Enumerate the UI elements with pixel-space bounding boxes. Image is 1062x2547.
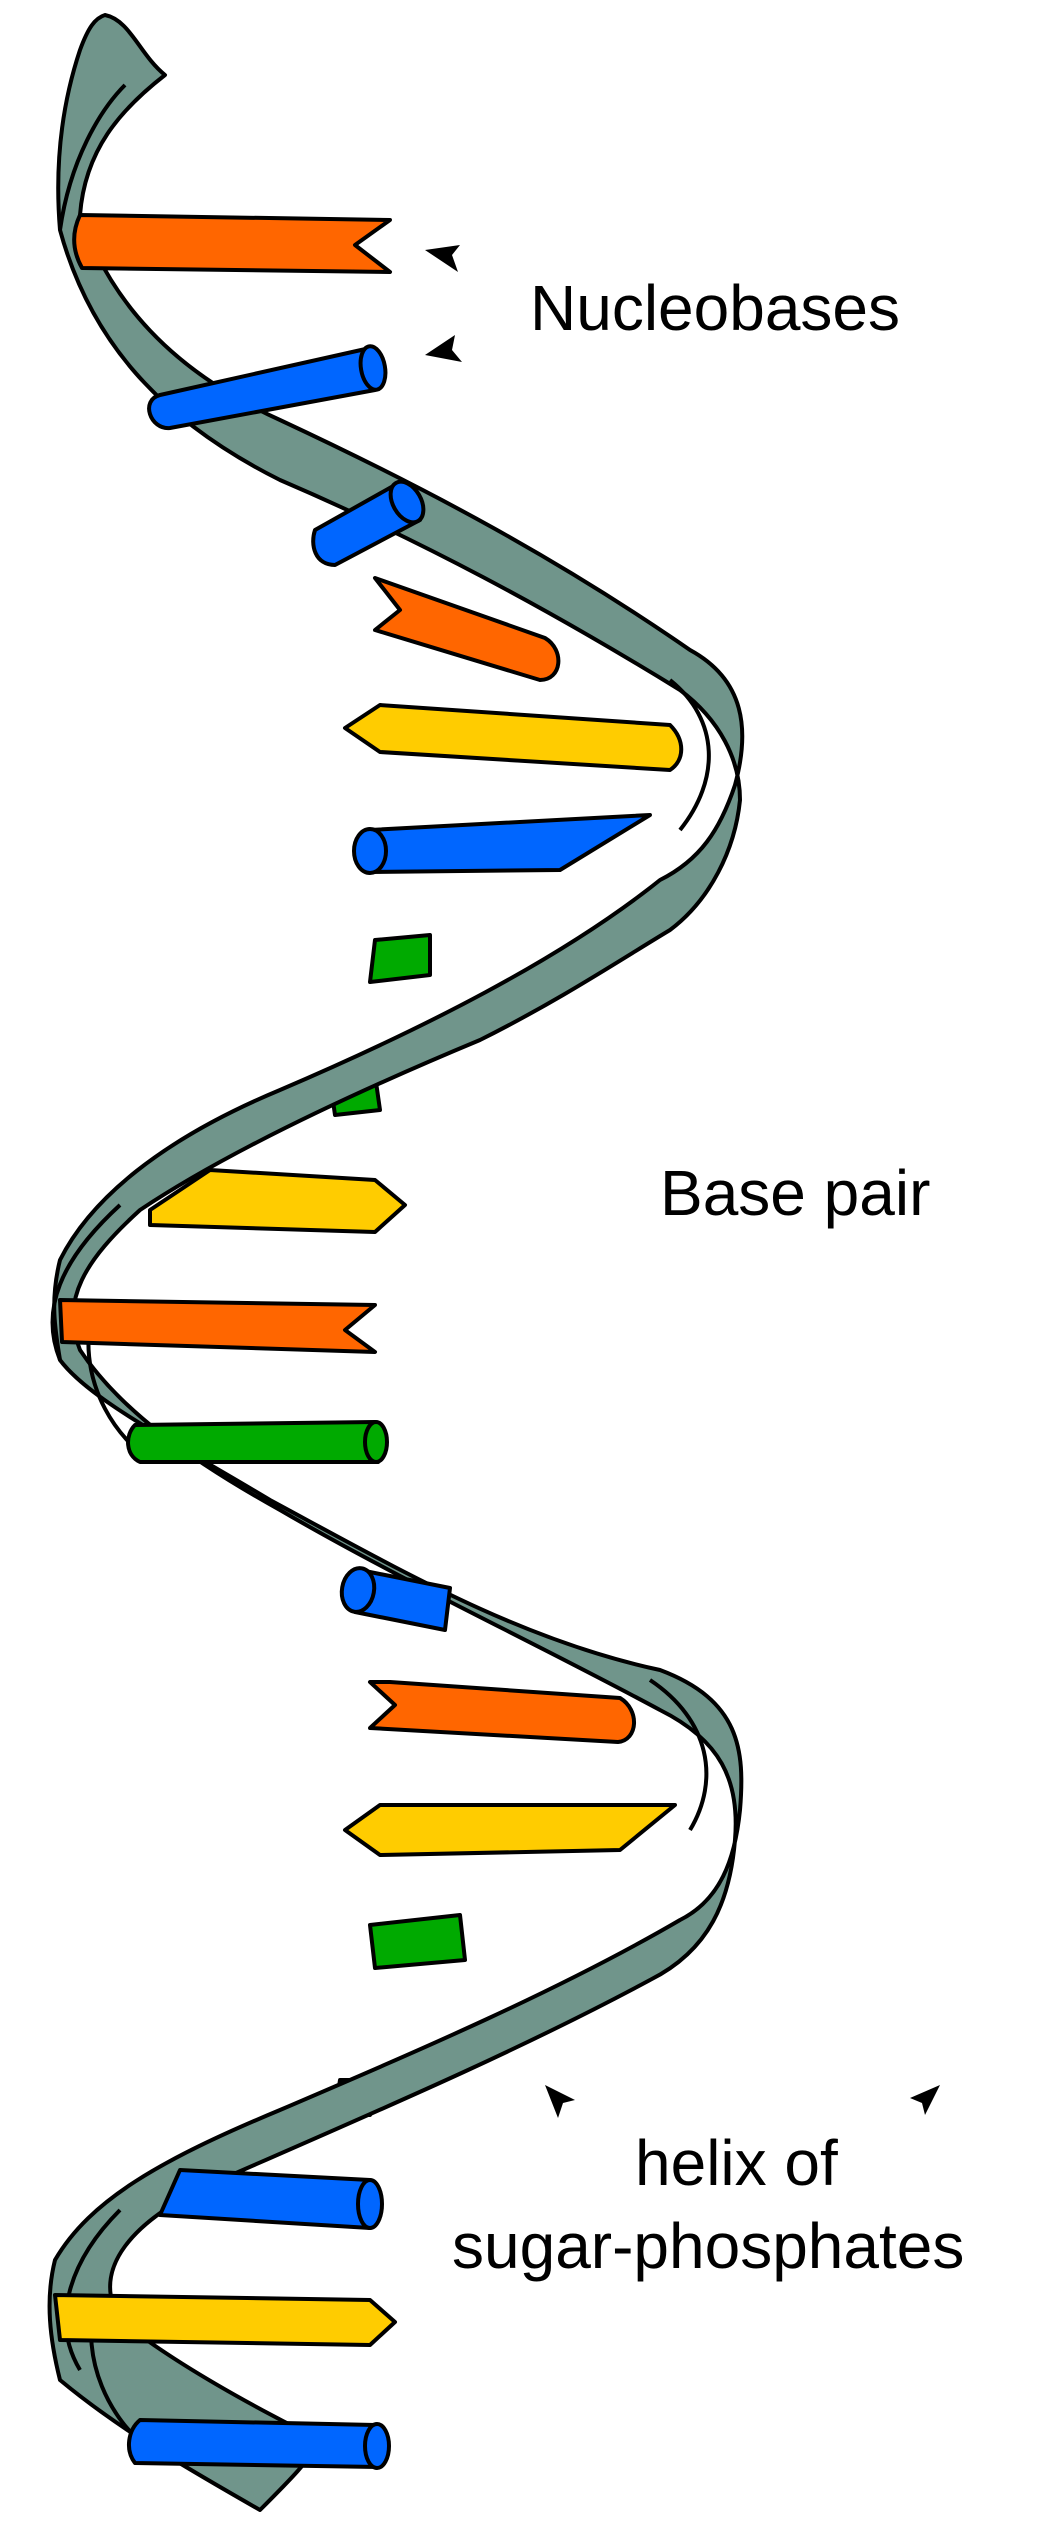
guanine-base bbox=[345, 705, 681, 770]
cytosine-base bbox=[370, 1915, 465, 1968]
thymine-base-end bbox=[354, 829, 386, 873]
cytosine-base bbox=[128, 1422, 378, 1462]
cytosine-base bbox=[370, 935, 430, 982]
label-base-pair: Base pair bbox=[660, 1157, 930, 1229]
adenine-base bbox=[370, 1682, 634, 1742]
thymine-base bbox=[370, 815, 650, 872]
label-nucleobases: Nucleobases bbox=[530, 272, 900, 344]
nucleobase-group bbox=[55, 215, 681, 2468]
cytosine-base-end bbox=[365, 1422, 387, 1462]
pointer-arrowhead bbox=[910, 2085, 940, 2115]
guanine-base bbox=[345, 1805, 675, 1855]
thymine-base-end bbox=[365, 2424, 389, 2468]
label-helix-line1: helix of bbox=[635, 2127, 838, 2199]
thymine-base bbox=[160, 2170, 370, 2228]
label-helix-line2: sugar-phosphates bbox=[452, 2210, 964, 2282]
adenine-base bbox=[60, 1300, 375, 1352]
pointer-arrowhead bbox=[545, 2085, 575, 2118]
pointer-arrowhead bbox=[425, 245, 460, 272]
thymine-base-end bbox=[358, 2180, 382, 2228]
adenine-base bbox=[74, 215, 390, 272]
guanine-base bbox=[55, 2295, 395, 2345]
thymine-base bbox=[129, 2420, 378, 2467]
base-pair-segments bbox=[330, 935, 465, 2115]
pointer-arrowhead bbox=[425, 335, 462, 362]
